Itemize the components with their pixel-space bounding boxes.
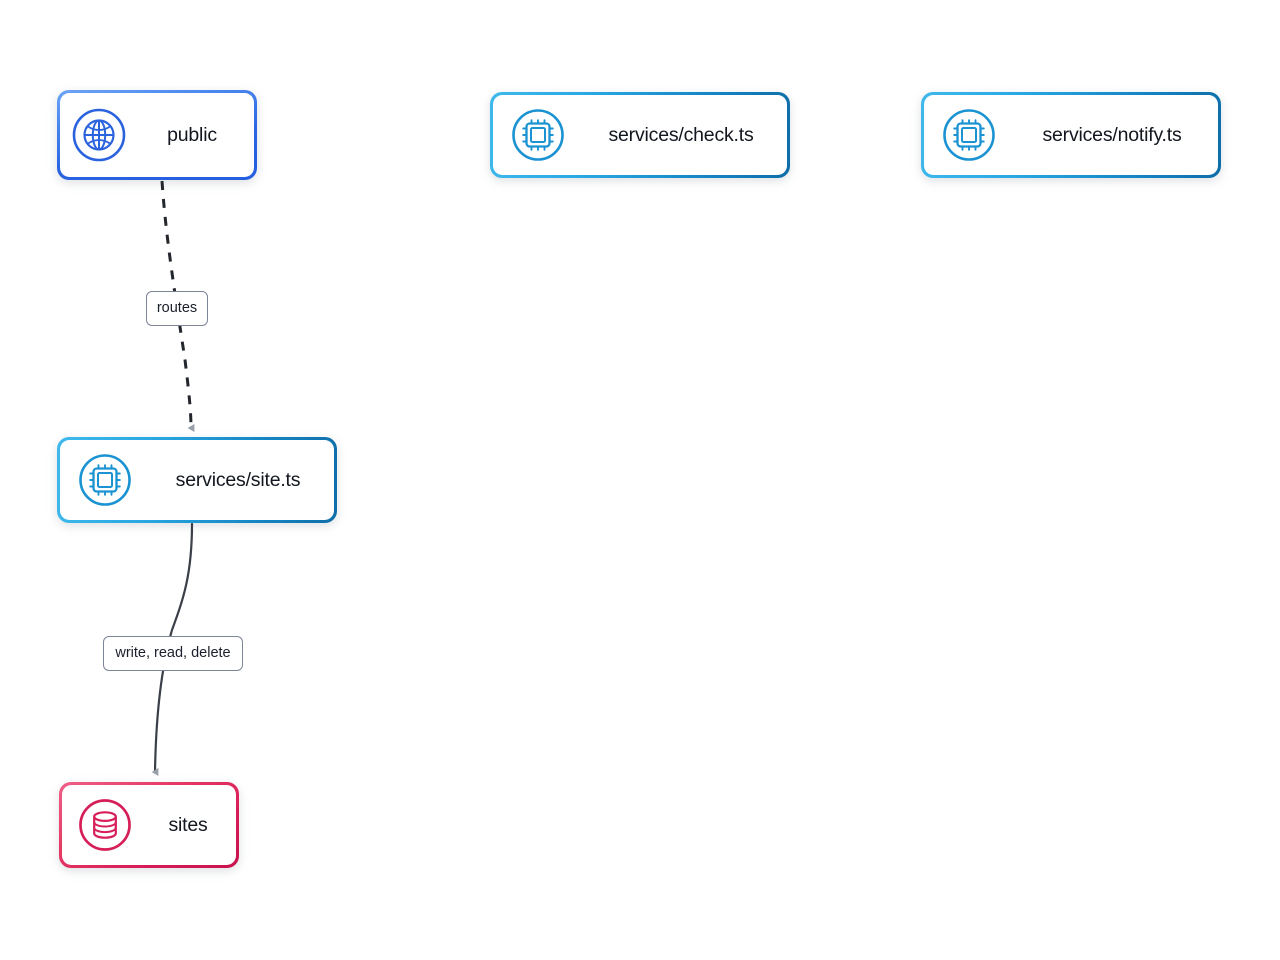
node-services-site[interactable]: services/site.ts [57, 437, 337, 523]
database-icon [62, 797, 148, 853]
node-label-services-notify: services/notify.ts [1042, 123, 1182, 146]
edge-public-to-site [160, 180, 195, 432]
edge-site-to-sites [151, 522, 194, 777]
node-label-services-site: services/site.ts [175, 468, 301, 491]
chip-icon [60, 452, 150, 508]
node-services-notify[interactable]: services/notify.ts [921, 92, 1221, 178]
node-label-sites: sites [168, 813, 208, 836]
globe-icon [60, 107, 138, 163]
edge-label-write-read-delete[interactable]: write, read, delete [103, 636, 243, 671]
node-public[interactable]: public [57, 90, 257, 180]
edge-label-routes[interactable]: routes [146, 291, 208, 326]
chip-icon [924, 107, 1014, 163]
node-label-public: public [167, 123, 217, 146]
node-sites[interactable]: sites [59, 782, 239, 868]
node-label-services-check: services/check.ts [608, 123, 754, 146]
chip-icon [493, 107, 583, 163]
node-services-check[interactable]: services/check.ts [490, 92, 790, 178]
